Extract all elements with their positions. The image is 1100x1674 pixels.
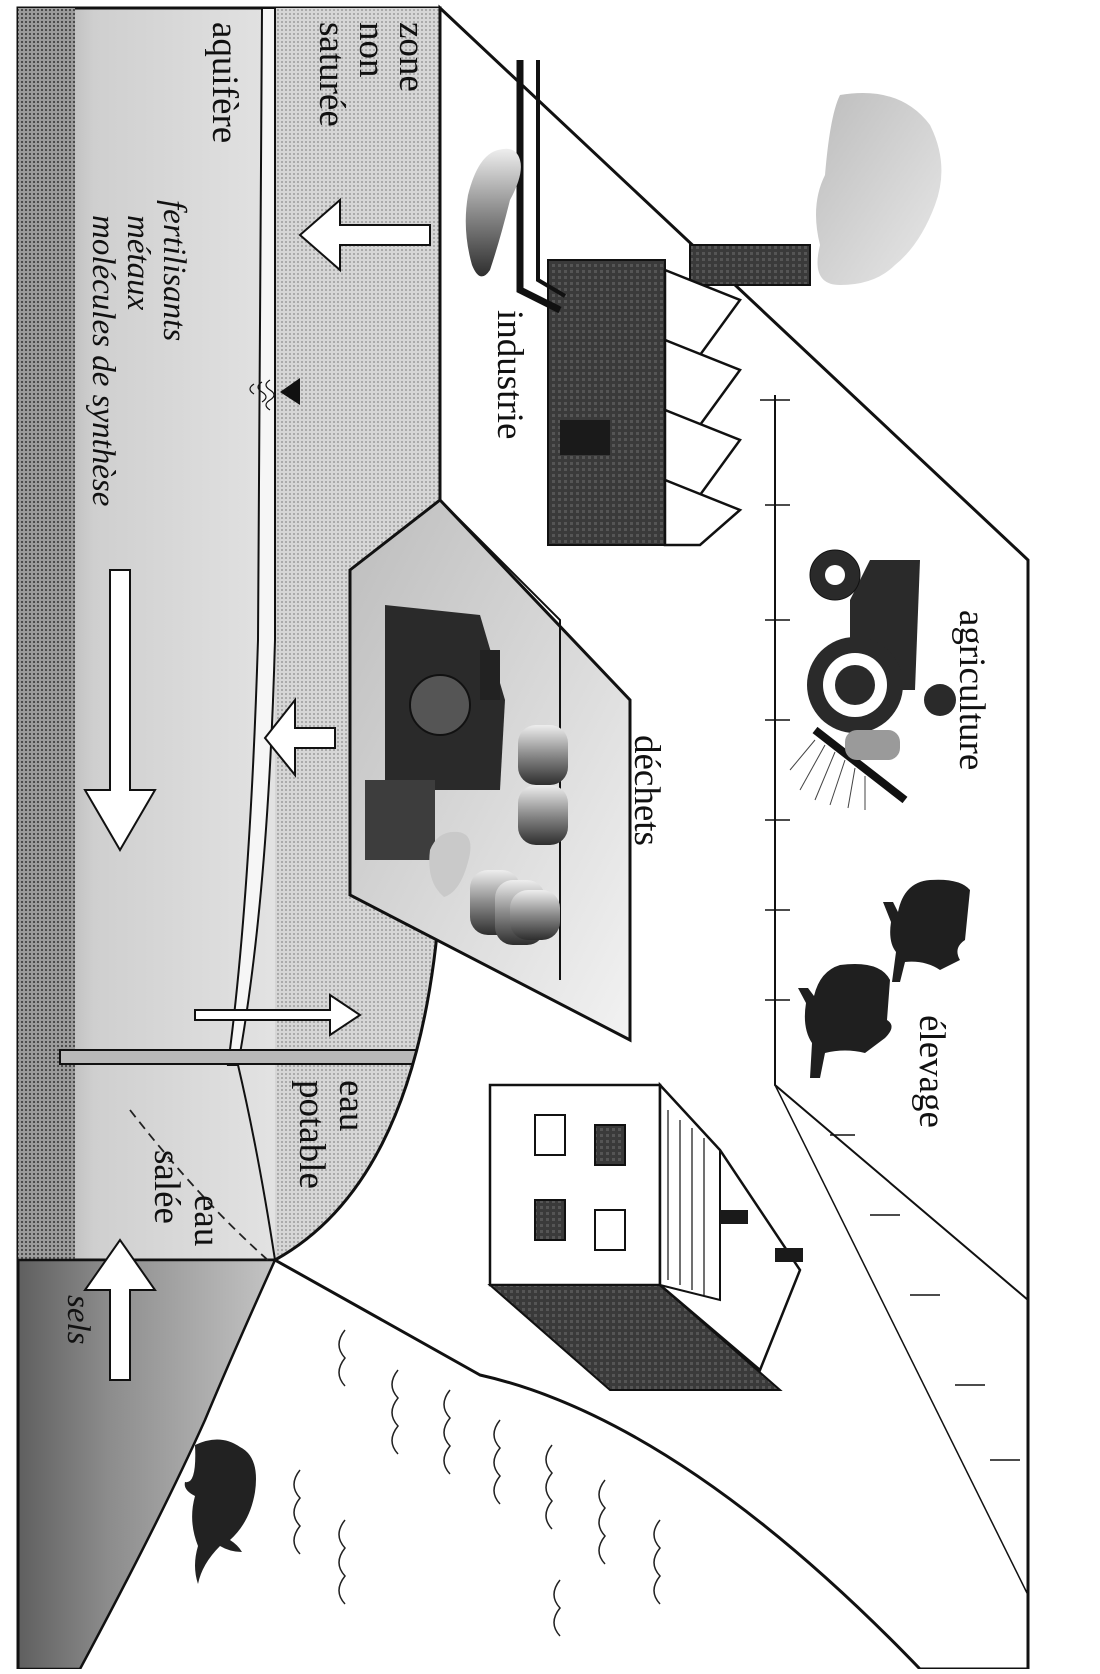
factory-icon [465,60,942,547]
flow-arrows [83,197,431,1381]
house-icon [487,1081,803,1391]
label-metaux: métaux [120,215,156,311]
arrow-up-dechets [263,697,336,778]
salt-interface-dashed [129,1109,271,1263]
bedrock-layer [18,8,75,1260]
label-eau-salee-2: salée [146,1150,187,1224]
label-zone: zone [391,22,432,92]
arrow-well-right [194,993,362,1037]
subsurface-block [16,6,442,1671]
label-saturee: saturée [311,22,352,127]
label-industrie: industrie [489,310,530,439]
label-eau-potable-1: eau [331,1080,372,1131]
water-table-icon [249,378,300,411]
arrow-down-aquifer [83,569,157,852]
tractor-icon [789,549,956,810]
label-agriculture: agriculture [951,610,992,770]
landfill-bulldozer-icon [348,497,632,1043]
freshwater-boundary [237,1064,276,1261]
arrow-up-zone [298,197,431,273]
label-dechets: déchets [626,735,667,846]
label-non: non [351,22,392,78]
label-aquifere: aquifère [204,22,245,143]
label-eau-salee-1: eau [186,1195,227,1246]
label-elevage: élevage [911,1015,952,1128]
cow-icon [798,879,970,1078]
label-sels: sels [60,1295,96,1345]
arrow-sels [83,1238,157,1381]
sea-waves [293,1329,661,1637]
label-eau-potable-2: potable [291,1080,332,1189]
ground-surface [271,4,1030,1671]
dolphin-icon [184,1439,256,1584]
label-fertilisants: fertilisants [156,200,192,341]
label-molecules: molécules de synthèse [85,215,121,506]
saltwater-wedge [16,1258,277,1671]
